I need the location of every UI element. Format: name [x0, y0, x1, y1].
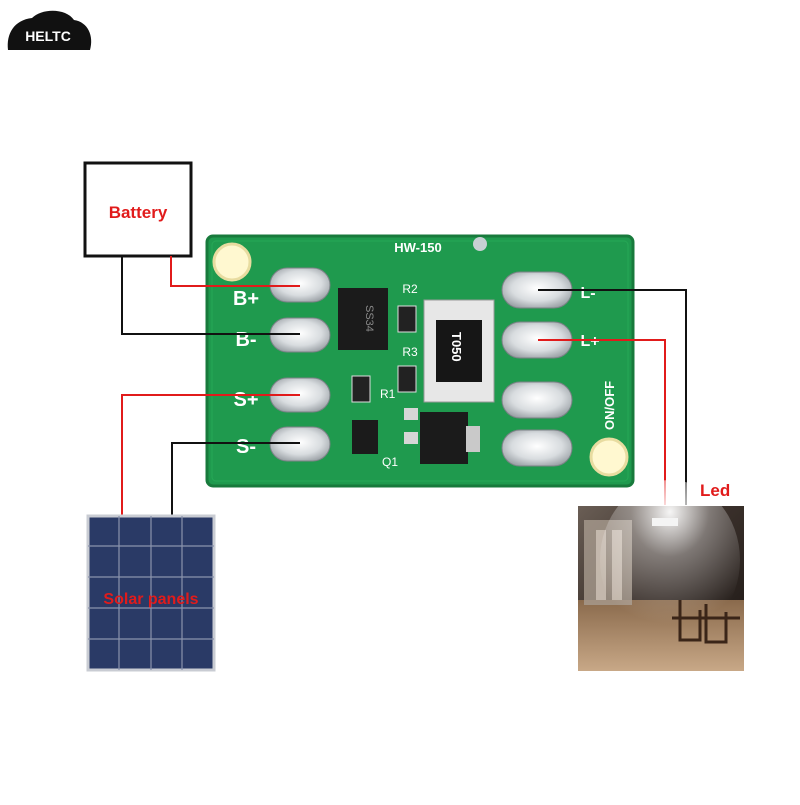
- wire-battery-plus: [170, 256, 300, 287]
- led-label: Led: [700, 481, 730, 500]
- inductor-label: T050: [449, 332, 464, 362]
- pin-label-l-minus: L-: [580, 285, 595, 302]
- pin-label-l-plus: L+: [580, 333, 599, 350]
- ic-tab: [466, 426, 480, 452]
- pin-label-s-plus: S+: [233, 389, 258, 411]
- mounting-hole: [212, 242, 252, 282]
- wire-led-minus: [538, 289, 687, 505]
- resistor-r1: [351, 375, 371, 403]
- diode-chip: [338, 288, 388, 350]
- resistor-r2-label: R2: [402, 282, 418, 296]
- led-photo: [578, 480, 744, 671]
- solar-cell-grid: [88, 516, 214, 670]
- wires: [121, 256, 687, 516]
- brand-logo: HELTC: [7, 10, 92, 50]
- small-capacitor: [404, 408, 418, 420]
- battery-label: Battery: [109, 203, 168, 222]
- wire-led-plus: [538, 339, 666, 505]
- battery-box: Battery: [83, 161, 193, 258]
- transistor-q1-label: Q1: [382, 455, 398, 469]
- resistor-r3-label: R3: [402, 345, 418, 359]
- wire-solar-plus: [121, 394, 300, 516]
- pin-label-b-minus: B-: [235, 329, 256, 351]
- led-lamp-icon: [652, 518, 678, 526]
- pcb-board: HW-150 B+ B- S+ S- L- L+ ON/OFF SS34 T05…: [205, 234, 635, 488]
- solar-panel: Solar panels: [86, 514, 216, 672]
- transistor-q1: [352, 420, 378, 454]
- pin-label-b-plus: B+: [233, 288, 259, 310]
- mounting-hole: [589, 437, 629, 477]
- ic-chip: [420, 412, 468, 464]
- small-capacitor: [404, 432, 418, 444]
- inductor-body: [423, 299, 495, 403]
- brand-logo-text: HELTC: [25, 28, 71, 44]
- solar-label: Solar panels: [103, 591, 198, 608]
- resistor-r1-label: R1: [380, 387, 396, 401]
- pin-label-s-minus: S-: [236, 436, 256, 458]
- wire-solar-minus: [171, 442, 300, 516]
- resistor-r2: [397, 305, 417, 333]
- wire-battery-minus: [121, 256, 300, 335]
- board-model-label: HW-150: [394, 240, 441, 255]
- switch-label: ON/OFF: [602, 381, 617, 430]
- resistor-r3: [397, 365, 417, 393]
- inductor-core: [436, 320, 482, 382]
- patio-chairs: [672, 600, 740, 644]
- diode-label: SS34: [363, 305, 375, 332]
- fiducial-dot: [473, 237, 487, 251]
